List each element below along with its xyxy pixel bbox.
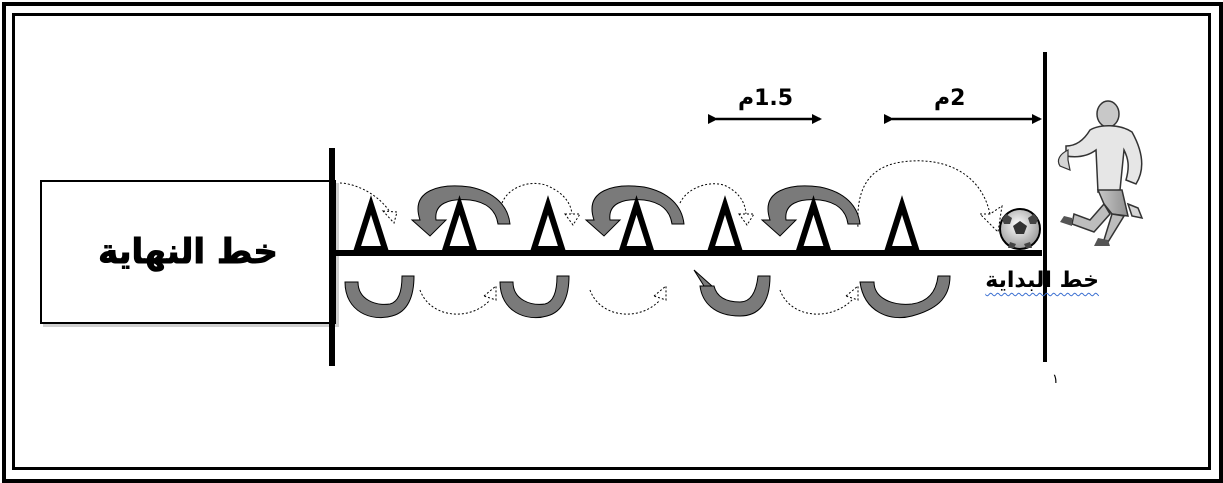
- cone-icon: [446, 205, 474, 249]
- distance-label-cones: 1.5م: [738, 86, 793, 111]
- cones: [357, 205, 916, 249]
- cone-icon: [888, 205, 916, 249]
- start-line-label-text: خط البداية: [985, 268, 1099, 293]
- cone-icon: [800, 205, 828, 249]
- distance-label-start: 2م: [934, 86, 965, 111]
- cone-icon: [711, 205, 739, 249]
- lower-dashed-arrows: [420, 286, 858, 314]
- player-figure-icon: [1058, 101, 1142, 246]
- start-line-label: خط البداية: [964, 268, 1099, 293]
- cone-icon: [357, 205, 385, 249]
- soccer-ball-icon: [1000, 209, 1040, 249]
- lower-dark-arrows: [345, 270, 950, 318]
- cone-icon: [623, 205, 651, 249]
- small-mark: ١: [1052, 372, 1059, 387]
- cone-icon: [534, 205, 562, 249]
